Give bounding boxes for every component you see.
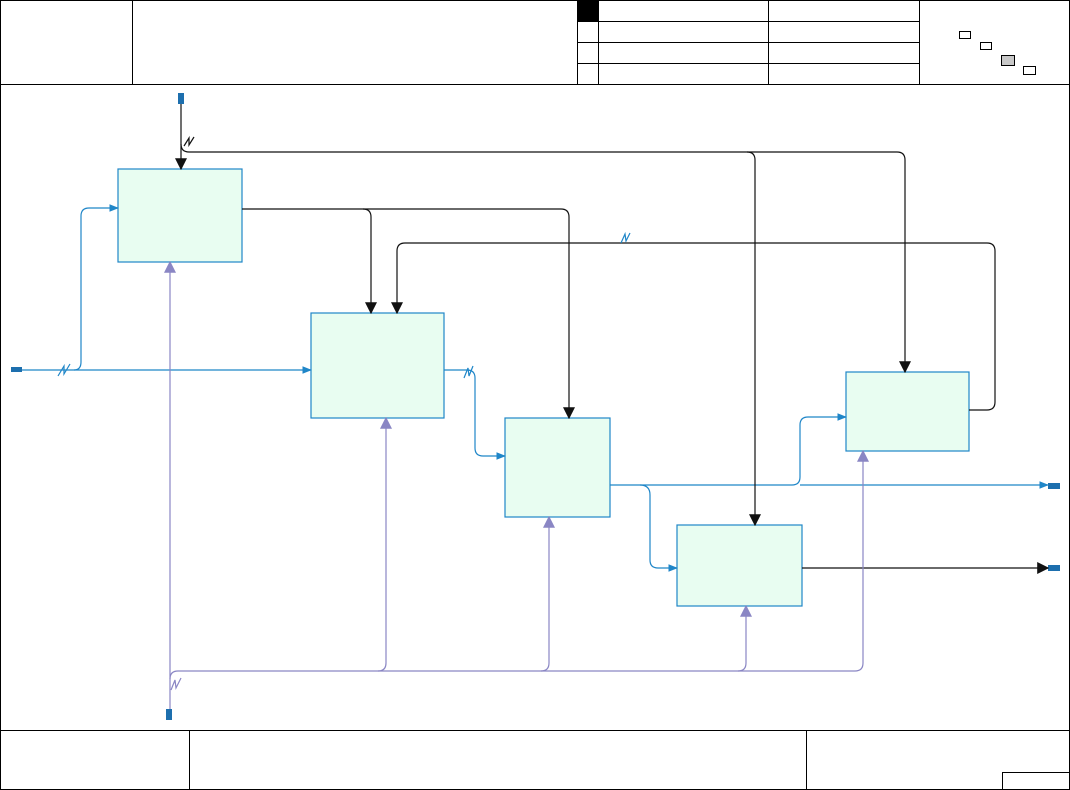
input-branch-to-a1[interactable] (73, 204, 119, 371)
mechanism-to-a2[interactable] (377, 416, 392, 672)
squiggle-feedback (620, 231, 631, 244)
a3-output-to-a4-input[interactable] (639, 484, 678, 572)
input-arrows (22, 204, 1049, 572)
mechanism-to-a3[interactable] (540, 515, 555, 672)
activity-box-a3[interactable] (504, 417, 611, 518)
control-branch-to-a4[interactable] (180, 143, 761, 527)
input-boundary-marker[interactable] (11, 367, 22, 372)
squiggle-control (183, 135, 195, 148)
a5-feedback-to-a2-control[interactable] (391, 242, 996, 411)
activity-box-a4[interactable] (676, 524, 803, 607)
output-boundary-marker-1[interactable] (1048, 483, 1060, 489)
footer-block (189, 730, 1070, 790)
a1-output-to-a3-control[interactable] (363, 208, 575, 420)
mechanism-to-a4[interactable] (737, 604, 752, 672)
output-boundary-marker-2[interactable] (1048, 565, 1060, 571)
activity-box-a1[interactable] (117, 168, 243, 263)
mechanism-arrows (164, 260, 869, 709)
control-boundary-marker[interactable] (178, 93, 184, 104)
a2-output-to-a3-input[interactable] (444, 369, 506, 460)
squiggle-a2-output (463, 365, 474, 379)
mechanism-bus[interactable] (169, 449, 869, 680)
a1-output-to-a2-control[interactable] (242, 208, 377, 315)
status-node-filled (578, 1, 598, 21)
squiggle-input (57, 363, 71, 377)
squiggle-mechanism (170, 677, 182, 691)
control-branch-to-a5[interactable] (747, 151, 911, 374)
context-node-tree-icon (959, 31, 1036, 75)
activity-box-a2[interactable] (310, 312, 445, 419)
mechanism-boundary-marker[interactable] (166, 709, 172, 720)
activity-box-a5[interactable] (845, 371, 970, 452)
control-arrows (175, 104, 1050, 574)
header-block (132, 0, 1036, 84)
tunnel-markers (11, 93, 1060, 720)
activity-boxes (117, 168, 970, 607)
a3-output-to-a5-input[interactable] (610, 413, 847, 486)
